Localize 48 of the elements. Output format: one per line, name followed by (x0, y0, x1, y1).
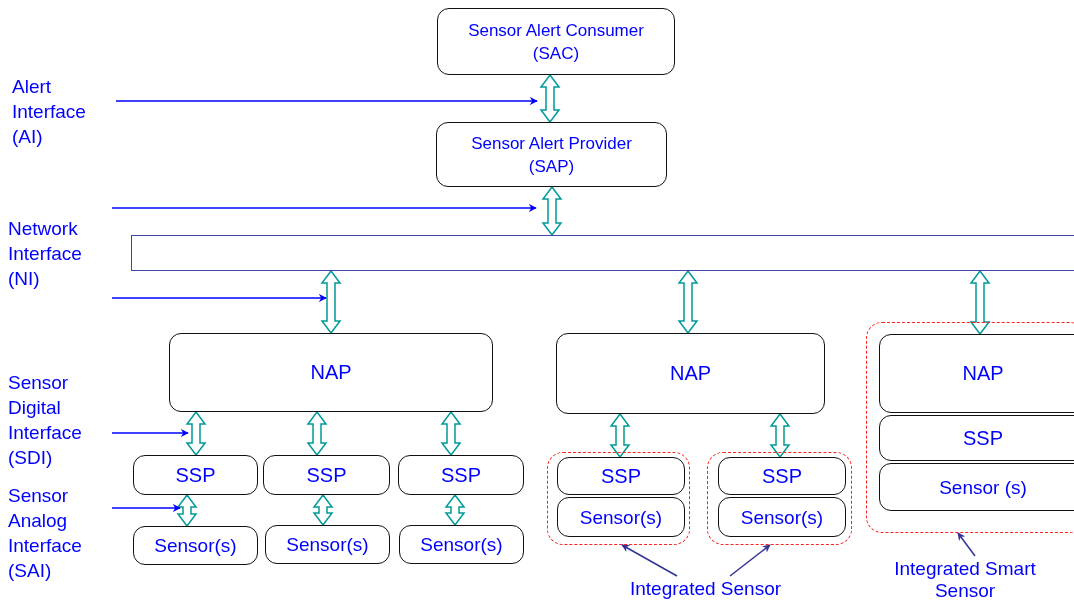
dashed-group-outline (707, 452, 852, 545)
component-box: Sensor(s) (399, 525, 524, 564)
double-arrow (769, 412, 791, 459)
double-arrow (677, 269, 699, 335)
interface-label: Network Interface (NI) (8, 200, 112, 306)
double-arrow (185, 410, 207, 457)
double-arrow (312, 493, 334, 527)
component-box: Sensor Alert Consumer (SAC) (437, 8, 675, 75)
dashed-group-outline (866, 322, 1074, 533)
double-arrow (609, 412, 631, 459)
component-box: SSP (718, 457, 846, 495)
interface-arrow (111, 429, 189, 437)
component-box: Sensor(s) (265, 525, 390, 564)
component-box: NAP (879, 334, 1074, 413)
interface-label: Sensor Digital Interface (SDI) (8, 368, 112, 472)
component-box: SSP (263, 455, 390, 495)
double-arrow (176, 493, 198, 528)
double-arrow (541, 185, 563, 237)
component-box: NAP (556, 333, 825, 414)
component-box: Sensor (s) (879, 463, 1074, 511)
component-box: Sensor Alert Provider (SAP) (436, 122, 667, 187)
leader-line (729, 544, 771, 577)
double-arrow (306, 410, 328, 457)
leader-line (621, 544, 678, 577)
component-box: SSP (398, 455, 524, 495)
interface-arrow (115, 97, 538, 105)
interface-arrow (111, 204, 537, 212)
component-box: Sensor(s) (557, 497, 685, 537)
component-box: Sensor(s) (718, 497, 846, 537)
interface-label: Sensor Analog Interface (SAI) (8, 480, 112, 586)
component-box: Sensor(s) (133, 526, 258, 565)
component-box: SSP (879, 415, 1074, 461)
component-box: SSP (133, 455, 258, 495)
double-arrow (320, 269, 342, 335)
component-box: NAP (169, 333, 493, 412)
callout-label: Integrated Smart Sensor (880, 556, 1050, 604)
component-box: SSP (557, 457, 685, 495)
dashed-group-outline (547, 452, 690, 545)
interface-arrow (111, 294, 327, 302)
interface-label: Alert Interface (AI) (12, 70, 116, 152)
double-arrow (969, 269, 991, 336)
network-bar (131, 235, 1074, 271)
leader-line (957, 532, 976, 557)
interface-arrow (111, 504, 181, 512)
double-arrow (440, 410, 462, 457)
callout-label: Integrated Sensor (630, 576, 810, 602)
double-arrow (444, 493, 466, 527)
double-arrow (539, 73, 561, 124)
